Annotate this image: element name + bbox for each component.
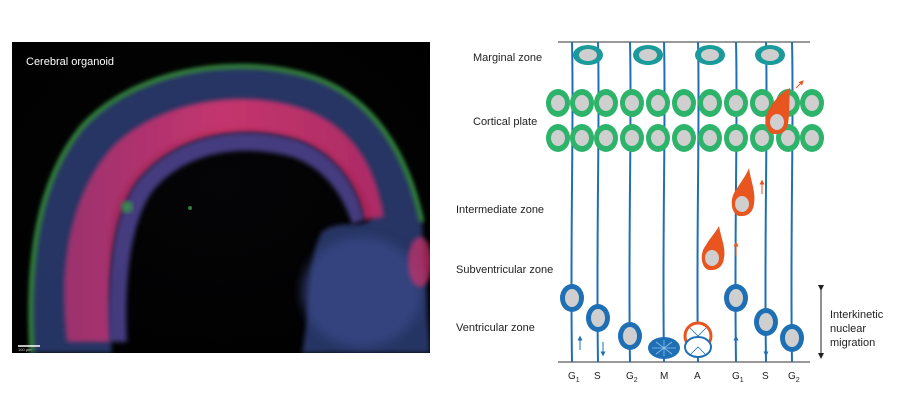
radial-glia-nucleus <box>780 324 804 352</box>
marginal-zone-cell <box>695 45 725 65</box>
cortex-schematic: Marginal zone Cortical plate Intermediat… <box>456 41 884 384</box>
phase-label: G2 <box>788 371 800 384</box>
anaphase-cell <box>683 321 713 358</box>
zone-label-ventricular: Ventricular zone <box>456 322 535 334</box>
cortical-plate-neurons <box>546 89 824 152</box>
organoid-green-rim <box>28 64 424 353</box>
phase-label: A <box>694 371 701 382</box>
radial-glia-nucleus <box>754 308 778 336</box>
organoid-cortical-band <box>64 98 384 342</box>
cortical-neuron <box>594 124 618 152</box>
cortical-neuron <box>594 89 618 117</box>
cortical-neuron <box>800 124 824 152</box>
migrating-neuron-intermediate <box>731 168 765 217</box>
scale-bar-label: 100 µm <box>18 347 32 352</box>
radial-fiber <box>734 41 738 363</box>
marginal-zone-cell <box>633 45 663 65</box>
radial-glia-nucleus <box>560 284 584 312</box>
zone-label-subventricular: Subventricular zone <box>456 264 553 276</box>
photo-caption: Cerebral organoid <box>26 56 114 68</box>
phase-label: S <box>594 371 601 382</box>
cortical-neuron <box>724 89 748 117</box>
cortical-neuron <box>800 89 824 117</box>
cortical-neuron <box>646 124 670 152</box>
radial-fiber <box>628 41 632 363</box>
phase-label: G2 <box>626 371 638 384</box>
cortical-neuron <box>546 124 570 152</box>
cell-cycle-phase-labels: G1 S G2 M A G1 S G2 <box>568 371 800 384</box>
zone-label-intermediate: Intermediate zone <box>456 204 544 216</box>
phase-label: S <box>762 371 769 382</box>
mitotic-cell <box>648 337 680 359</box>
cortical-neuron <box>620 89 644 117</box>
radial-glia-nucleus <box>586 304 610 332</box>
phase-label: G1 <box>568 371 580 384</box>
marginal-zone-cells <box>573 45 785 65</box>
migrating-neuron-cortical <box>765 80 804 135</box>
iknm-label-line-1: Interkinetic <box>830 309 884 321</box>
cortical-neuron <box>750 89 774 117</box>
cortical-neuron <box>698 124 722 152</box>
ventricular-zone-nuclei <box>560 284 804 352</box>
cortical-neuron <box>570 124 594 152</box>
radial-fiber <box>790 41 794 363</box>
zone-label-cortical-plate: Cortical plate <box>473 116 537 128</box>
cortical-neuron <box>724 124 748 152</box>
cortical-neuron <box>646 89 670 117</box>
iknm-label-line-3: migration <box>830 337 875 349</box>
cortical-neuron <box>570 89 594 117</box>
cortical-neuron <box>620 124 644 152</box>
phase-label: M <box>660 371 668 382</box>
cortical-neuron <box>750 124 774 152</box>
phase-label: G1 <box>732 371 744 384</box>
organoid-micrograph: Cerebral organoid 100 µm <box>12 42 430 353</box>
cortical-neuron <box>698 89 722 117</box>
cortical-neuron <box>672 124 696 152</box>
radial-glia-fibers <box>570 41 794 363</box>
marginal-zone-cell <box>755 45 785 65</box>
iknm-label-line-2: nuclear <box>830 323 866 335</box>
cortical-neuron <box>672 89 696 117</box>
radial-glia-nucleus <box>618 322 642 350</box>
marginal-zone-cell <box>573 45 603 65</box>
radial-fiber <box>662 41 666 363</box>
zone-label-marginal: Marginal zone <box>473 52 542 64</box>
migrating-neurons <box>701 80 804 271</box>
cortical-neuron <box>546 89 570 117</box>
organoid-lower-lobe <box>302 237 422 347</box>
radial-fiber <box>570 41 574 363</box>
radial-fiber <box>696 41 700 363</box>
migrating-neuron-subventricular <box>701 226 739 271</box>
radial-glia-nucleus <box>724 284 748 312</box>
